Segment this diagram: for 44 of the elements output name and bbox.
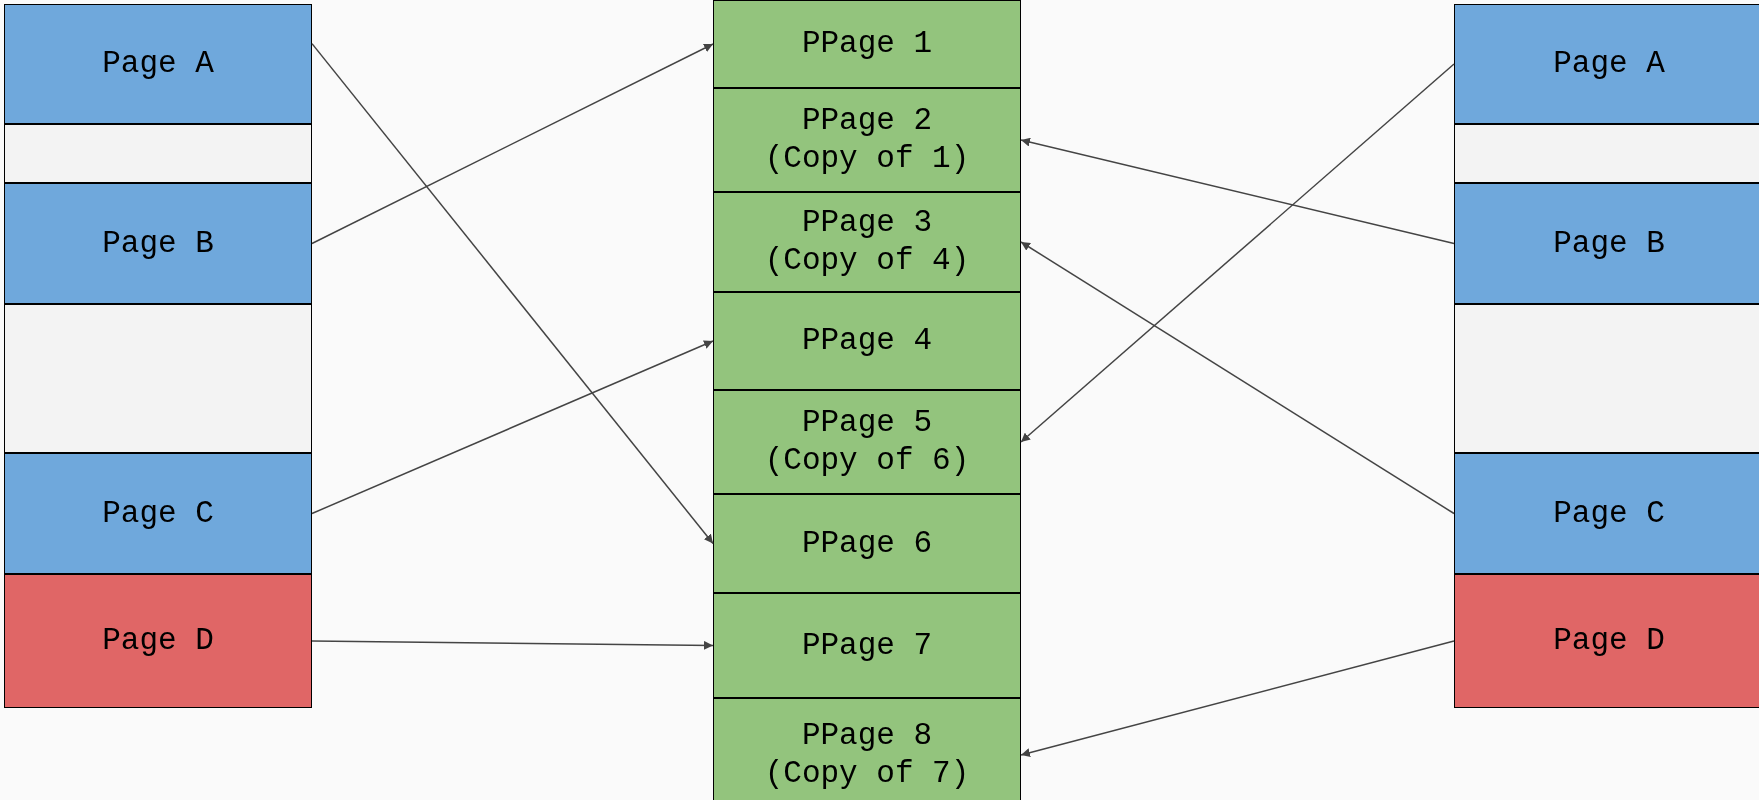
- page-label: Page C: [1553, 494, 1665, 533]
- page-label: Page B: [1553, 224, 1665, 263]
- page-label: Page C: [102, 494, 214, 533]
- arrow: [1020, 241, 1455, 515]
- page-box: [4, 4, 312, 124]
- arrow: [1020, 640, 1455, 758]
- page-label: Page D: [102, 622, 214, 660]
- page-label: PPage 4: [801, 322, 933, 360]
- page-box: [4, 183, 312, 304]
- empty-slot: [4, 124, 312, 183]
- page-label: Page A: [102, 45, 214, 83]
- arrow: [311, 42, 714, 545]
- page-box: [713, 593, 1021, 698]
- page-box: [4, 574, 312, 708]
- page-label: PPage 3 (Copy of 4): [763, 204, 971, 280]
- arrow: [311, 340, 714, 515]
- arrow: [311, 43, 714, 245]
- page-label: Page A: [1553, 45, 1665, 83]
- page-label: PPage 5 (Copy of 6): [763, 404, 971, 480]
- page-box: [1454, 574, 1759, 708]
- page-label: Page B: [102, 224, 214, 263]
- page-box: [713, 292, 1021, 390]
- page-label: PPage 8 (Copy of 7): [763, 717, 971, 793]
- page-box: [713, 494, 1021, 593]
- page-box: [713, 192, 1021, 292]
- arrow: [1020, 137, 1455, 245]
- page-box: [1454, 183, 1759, 304]
- page-label: PPage 2 (Copy of 1): [763, 102, 971, 178]
- page-label: PPage 1: [801, 25, 933, 63]
- page-box: [4, 453, 312, 574]
- arrow: [311, 640, 714, 650]
- page-box: [713, 390, 1021, 494]
- page-label: PPage 7: [801, 626, 933, 665]
- page-label: PPage 6: [801, 524, 933, 563]
- page-label: Page D: [1553, 622, 1665, 660]
- empty-slot: [1454, 124, 1759, 183]
- page-box: [1454, 4, 1759, 124]
- arrow: [1020, 63, 1455, 443]
- page-box: [713, 0, 1021, 88]
- page-box: [713, 698, 1021, 800]
- page-box: [1454, 453, 1759, 574]
- empty-slot: [4, 304, 312, 453]
- page-box: [713, 88, 1021, 192]
- empty-slot: [1454, 304, 1759, 453]
